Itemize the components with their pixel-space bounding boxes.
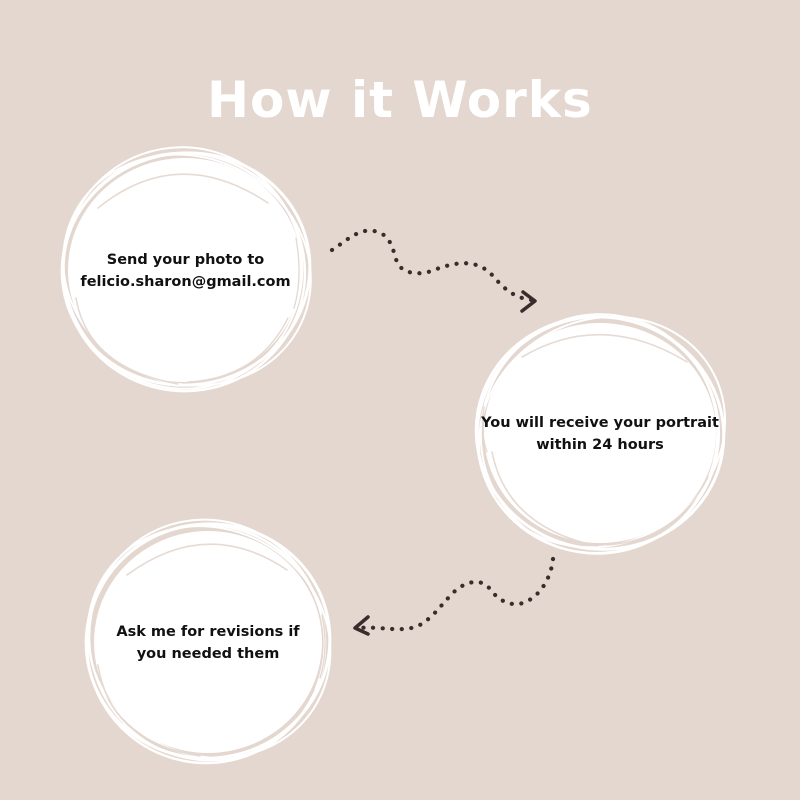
dotted-curvy-arrow-icon [329, 228, 537, 313]
step-3-line-2: you needed them [136, 645, 280, 662]
dotted-curvy-arrow-icon [353, 556, 556, 636]
hand-drawn-circle-icon [84, 518, 332, 765]
step-2-line-1: You will receive your portrait [481, 414, 719, 431]
page-title: How it Works [207, 71, 593, 129]
step-1-line-1: Send your photo to [106, 251, 265, 268]
step-2-line-2: within 24 hours [536, 436, 664, 453]
step-2-card: You will receive your portrait within 24… [472, 312, 728, 555]
step-3-line-1: Ask me for revisions if [116, 623, 300, 640]
step-1-line-2: felicio.sharon@gmail.com [80, 273, 291, 290]
hand-drawn-circle-icon [60, 146, 312, 393]
step-1-text: Send your photo to felicio.sharon@gmail.… [58, 148, 313, 393]
step-3-card: Ask me for revisions if you needed them [82, 518, 334, 765]
step-3-text: Ask me for revisions if you needed them [82, 520, 334, 765]
step-2-text: You will receive your portrait within 24… [472, 312, 728, 555]
step-1-card: Send your photo to felicio.sharon@gmail.… [58, 146, 313, 393]
hand-drawn-circle-icon [474, 313, 727, 555]
